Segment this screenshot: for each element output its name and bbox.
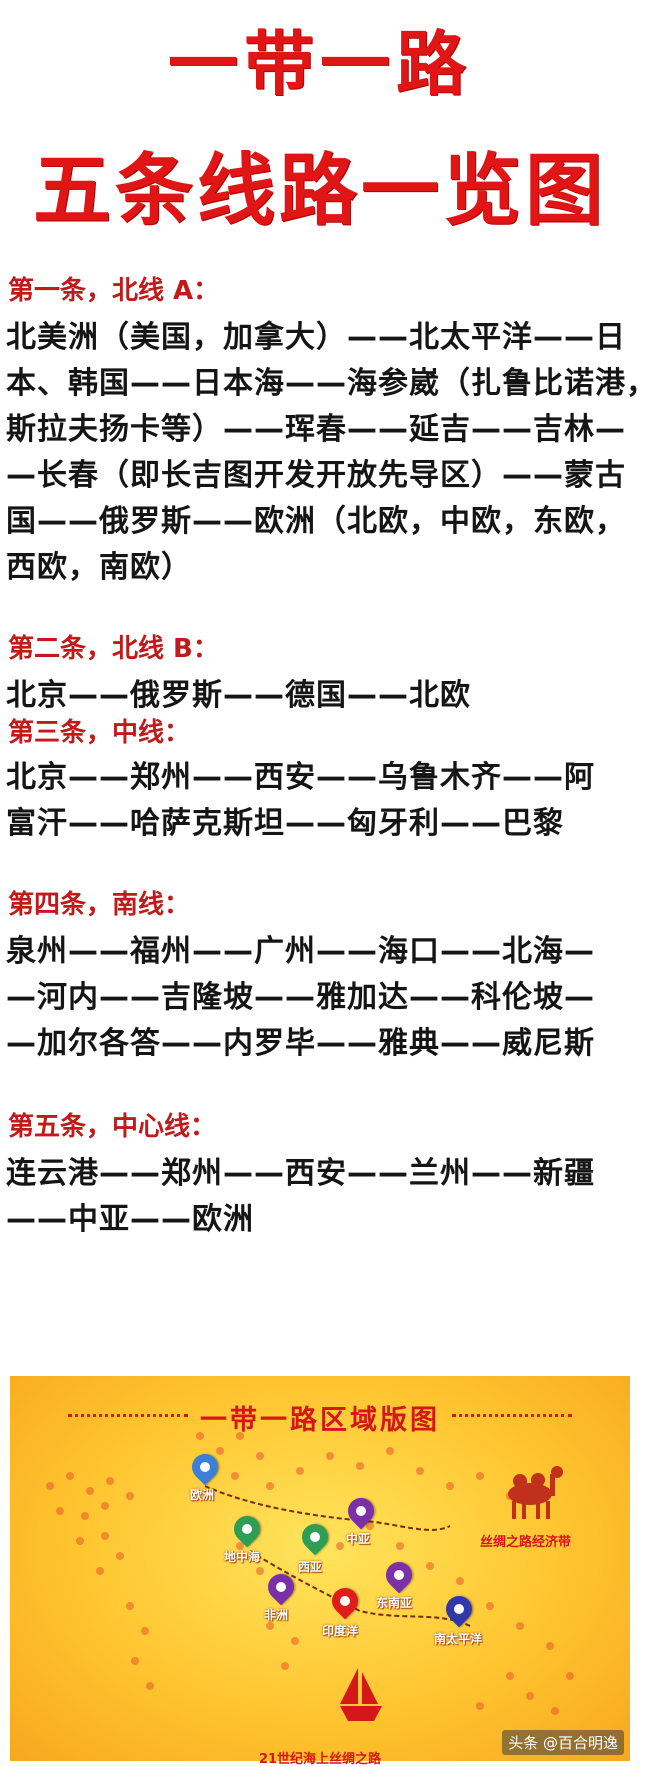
route-5-line-2: ——中亚——欧洲: [6, 1202, 254, 1237]
route-1-line-3: 斯拉夫扬卡等）——珲春——延吉——吉林—: [6, 412, 626, 447]
map-label-africa: 非洲: [264, 1608, 289, 1622]
page-title-line2: 五条线路一览图: [32, 146, 607, 236]
route-2-heading: 第二条，北线 B：: [8, 634, 219, 664]
map-label-south-pacific: 南太平洋: [434, 1632, 483, 1646]
map-label-economic-belt: 丝绸之路经济带: [480, 1535, 572, 1550]
route-2-line-1: 北京——俄罗斯——德国——北欧: [6, 678, 471, 713]
route-4-line-2: —河内——吉隆坡——雅加达——科伦坡—: [6, 980, 595, 1015]
route-5-line-1: 连云港——郑州——西安——兰州——新疆: [6, 1156, 595, 1191]
route-5-heading: 第五条，中心线：: [8, 1112, 217, 1142]
map-title-divider-left: [68, 1414, 188, 1417]
map-bottom-caption: 21世纪海上丝绸之路: [258, 1752, 382, 1767]
map-title-divider-right: [452, 1414, 572, 1417]
map-label-west-asia: 西亚: [298, 1560, 323, 1574]
route-4-heading: 第四条，南线：: [8, 890, 191, 920]
route-4-line-1: 泉州——福州——广州——海口——北海—: [6, 934, 595, 969]
route-1-line-4: —长春（即长吉图开发开放先导区）——蒙古: [6, 458, 626, 493]
route-1-line-5: 国——俄罗斯——欧洲（北欧，中欧，东欧，: [6, 504, 626, 539]
map-label-central-asia: 中亚: [346, 1532, 371, 1546]
route-1-heading: 第一条，北线 A：: [8, 276, 220, 306]
map-label-indian-ocean: 印度洋: [322, 1624, 359, 1638]
route-3-line-2: 富汗——哈萨克斯坦——匈牙利——巴黎: [6, 806, 564, 841]
route-1-line-6: 西欧，南欧）: [6, 550, 192, 585]
ship-icon: [340, 1668, 382, 1721]
route-4-line-3: —加尔各答——内罗毕——雅典——威尼斯: [6, 1026, 595, 1061]
route-1-line-2: 本、韩国——日本海——海参崴（扎鲁比诺港，: [6, 366, 657, 401]
camel-icon: [508, 1466, 563, 1519]
page-title-line1: 一带一路: [168, 23, 472, 105]
world-dot-map: [46, 1432, 574, 1721]
watermark: 头条 @百合明逸: [502, 1730, 624, 1755]
map-label-mediterranean: 地中海: [224, 1550, 261, 1564]
map-label-southeast-asia: 东南亚: [376, 1596, 413, 1610]
region-map-image: 一带一路区域版图 欧洲 地中海 西亚 中亚 非洲 印度洋 东南亚 南太平洋 丝绸…: [10, 1376, 630, 1767]
map-label-europe: 欧洲: [190, 1488, 215, 1502]
route-1-line-1: 北美洲（美国，加拿大）——北太平洋——日: [6, 320, 626, 355]
route-3-line-1: 北京——郑州——西安——乌鲁木齐——阿: [6, 760, 595, 795]
map-title: 一带一路区域版图: [200, 1405, 440, 1436]
route-3-heading: 第三条，中线：: [8, 718, 191, 748]
